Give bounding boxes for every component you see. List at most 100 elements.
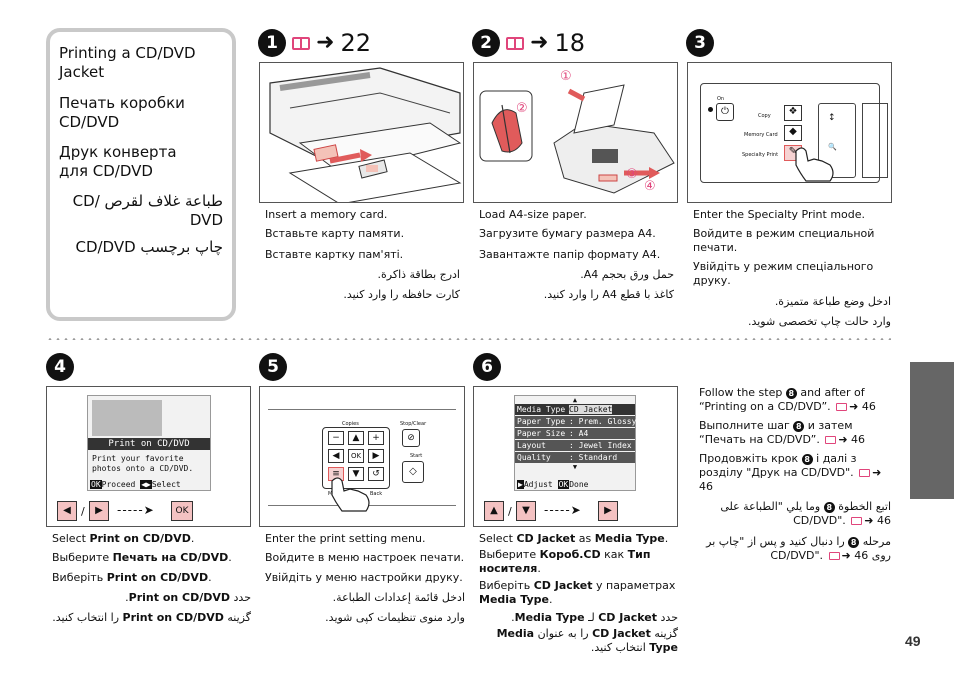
step1-text-uk: Вставте картку пам'яті.	[265, 248, 404, 261]
step4-text-uk: Виберіть Print on CD/DVD.	[52, 571, 212, 584]
ok-badge: OK	[90, 480, 102, 489]
stop-button[interactable]: ⊘	[402, 429, 420, 447]
back-label: Back	[370, 491, 383, 497]
step6-header: 6	[473, 353, 501, 381]
step6-text-en: Select CD Jacket as Media Type.	[479, 532, 669, 545]
dashed-arrow-icon: -----➤	[544, 503, 582, 517]
title-ru: Печать коробки CD/DVD	[59, 94, 185, 131]
followup-fa: مرحله 8 را دنبال کنید و پس از "چاپ بر رو…	[706, 535, 891, 562]
back-button[interactable]: ↺	[368, 467, 384, 481]
label-2: ②	[516, 101, 528, 116]
setting-row[interactable]: Quality: Standard	[515, 452, 635, 463]
step3-illustration: On ⏻ Copy Memory Card Specialty Print ❖ …	[687, 62, 892, 203]
step-number: 5	[259, 353, 287, 381]
book-icon	[825, 436, 837, 444]
step1-text-en: Insert a memory card.	[265, 208, 388, 221]
step5-header: 5	[259, 353, 287, 381]
screen-edge	[862, 103, 888, 178]
step1-header: 1 ➜ 22	[258, 29, 371, 57]
step4-illustration: Print on CD/DVD Print your favorite phot…	[46, 386, 251, 527]
book-icon	[506, 36, 524, 50]
memory-card-button[interactable]: ◆	[784, 125, 802, 141]
ok-badge: OK	[557, 480, 570, 489]
step1-text-ar: ادرج بطاقة ذاكرة.	[377, 268, 460, 281]
title-fa: چاپ برچسب CD/DVD	[75, 238, 223, 256]
start-label: Start	[410, 453, 423, 459]
arrows-badge: ◀▶	[140, 480, 152, 489]
setting-row[interactable]: Paper Size: A4	[515, 428, 635, 439]
step3-text-ar: ادخل وضع طباعة متميزة.	[774, 295, 891, 308]
followup-en: Follow the step 8 and after of “Printing…	[699, 386, 876, 413]
step5-text-uk: Увійдіть у меню настройки друку.	[265, 571, 463, 584]
specialty-print-label: Specialty Print	[742, 152, 779, 158]
step6-text-ru: Выберите Короб.CD как Тип носителя.	[479, 548, 651, 575]
followup-ar: اتبع الخطوة 8 وما يلي "الطباعة على CD/DV…	[720, 500, 891, 527]
scroll-down-icon: ▼	[572, 463, 578, 471]
plus-button[interactable]: +	[368, 431, 384, 445]
step-number: 6	[473, 353, 501, 381]
step-number: 4	[46, 353, 74, 381]
scroll-up-icon: ▲	[572, 396, 578, 404]
step5-text-ar: ادخل قائمة إعدادات الطباعة.	[332, 591, 465, 604]
step4-text-ar: حدد Print on CD/DVD.	[125, 591, 251, 604]
left-button[interactable]: ◀	[57, 501, 77, 521]
on-label: On	[717, 96, 725, 102]
minus-button[interactable]: −	[328, 431, 344, 445]
step2-header: 2 ➜ 18	[472, 29, 585, 57]
followup-uk: Продовжіть крок 8 і далі з розділу "Друк…	[699, 452, 882, 493]
power-button[interactable]: ⏻	[716, 103, 734, 121]
chapter-tab	[910, 362, 954, 499]
ok-button[interactable]: OK	[348, 449, 364, 463]
done-label: Done	[569, 480, 589, 489]
setting-row[interactable]: Paper Type: Prem. Glossy	[515, 416, 637, 427]
right-button[interactable]: ▶	[89, 501, 109, 521]
left-button[interactable]: ◀	[328, 449, 344, 463]
pointing-hand-icon	[795, 147, 834, 182]
proceed-label: Proceed	[101, 480, 136, 489]
right-button[interactable]: ▶	[598, 501, 618, 521]
step-number: 3	[686, 29, 714, 57]
step-number: 2	[472, 29, 500, 57]
label-4: ④	[644, 179, 656, 194]
step3-text-en: Enter the Specialty Print mode.	[693, 208, 866, 221]
book-icon	[836, 403, 848, 411]
step3-text-uk: Увійдіть у режим спеціального друку.	[693, 260, 874, 287]
right-button[interactable]: ▶	[368, 449, 384, 463]
step4-text-fa: گزینه Print on CD/DVD را انتخاب کنید.	[52, 611, 251, 624]
keypad	[322, 427, 390, 489]
step-number: 1	[258, 29, 286, 57]
up-button[interactable]: ▲	[484, 501, 504, 521]
dotted-separator	[46, 338, 891, 340]
updown-icon: ↕	[828, 113, 836, 123]
label-3: ③	[626, 167, 638, 182]
down-button[interactable]: ▼	[516, 501, 536, 521]
down-button[interactable]: ▼	[348, 467, 364, 481]
arrow-right-icon: ➜	[316, 30, 335, 55]
step6-text-uk: Виберіть CD Jacket у параметрах Media Ty…	[479, 579, 676, 606]
title-uk: Друк конверта для CD/DVD	[59, 143, 177, 180]
slash-separator: /	[81, 505, 85, 518]
zoom-icon: 🔍	[828, 143, 837, 151]
step6-text-ar: حدد CD Jacket لـ Media Type.	[511, 611, 678, 624]
dashed-arrow-icon: -----➤	[117, 503, 155, 517]
step5-text-en: Enter the print setting menu.	[265, 532, 426, 545]
setting-row[interactable]: Layout: Jewel Index	[515, 440, 635, 451]
ok-button[interactable]: OK	[171, 501, 193, 521]
copy-button[interactable]: ❖	[784, 105, 802, 121]
step2-text-fa: کاغذ با قطع A4 را وارد کنید.	[543, 288, 674, 301]
book-icon	[859, 469, 871, 477]
label-1: ①	[560, 69, 572, 84]
control-panel	[700, 83, 880, 183]
step5-illustration: Copies Stop/Clear Start − ▲ + ◀ OK ▶ ≡ ▼…	[259, 386, 465, 527]
adjust-label: Adjust	[523, 480, 553, 489]
side-panel	[818, 103, 856, 178]
power-led	[708, 107, 713, 112]
lcd-screen: Print on CD/DVD Print your favorite phot…	[87, 395, 211, 491]
step2-text-uk: Завантажте папір формату A4.	[479, 248, 661, 261]
up-button[interactable]: ▲	[348, 431, 364, 445]
step6-text-fa: گزینه CD Jacket را به عنوان Media Type ا…	[496, 627, 678, 654]
start-button[interactable]: ◇	[402, 461, 424, 483]
